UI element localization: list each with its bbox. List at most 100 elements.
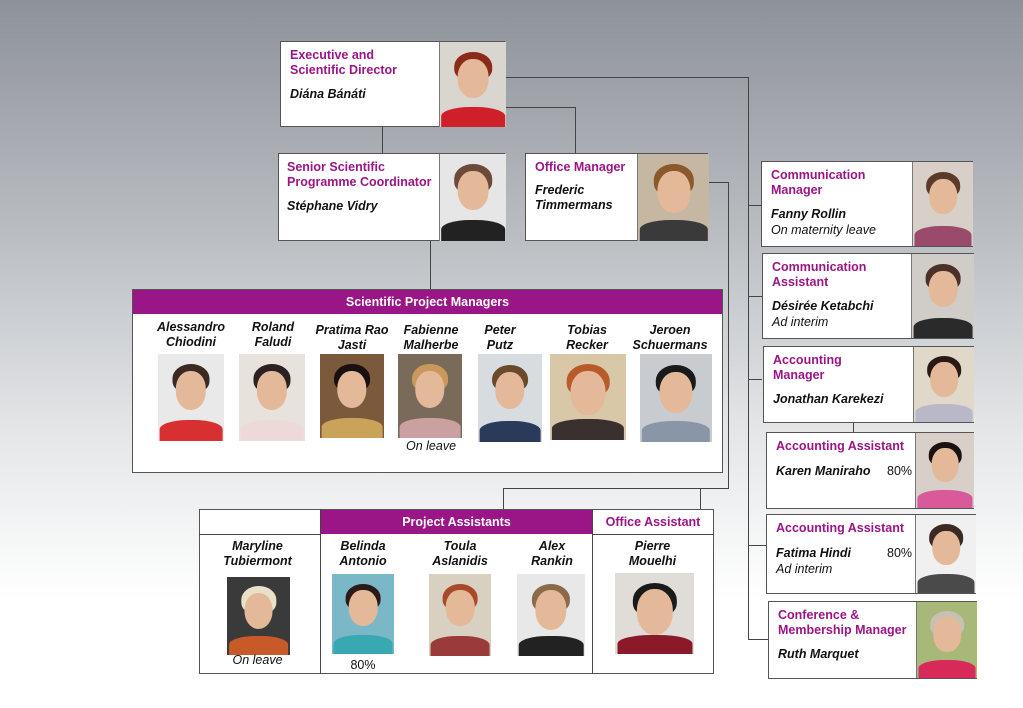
shoulders-shape <box>914 225 972 246</box>
portrait-photo <box>911 254 974 338</box>
person-name: Stéphane Vidry <box>287 199 378 213</box>
connector-line <box>503 107 576 108</box>
panel-header: Scientific Project Managers <box>133 290 722 314</box>
person-name: Ruth Marquet <box>778 647 859 661</box>
panel-divider <box>199 534 321 535</box>
shoulders-shape <box>240 420 304 441</box>
shoulders-shape <box>915 404 973 422</box>
panel-divider <box>592 509 593 674</box>
role-title: Senior Scientific Programme Coordinator <box>287 160 432 189</box>
shoulders-shape <box>228 636 289 655</box>
shoulders-shape <box>479 420 541 442</box>
connector-line <box>503 77 749 78</box>
shoulders-shape <box>616 634 693 654</box>
person-name: Alessandro Chiodini <box>156 320 226 349</box>
leave-note: On leave <box>232 653 283 667</box>
shoulders-shape <box>399 417 461 438</box>
face-shape <box>415 370 445 408</box>
person-name: Jonathan Karekezi <box>773 392 884 406</box>
portrait-photo <box>158 354 224 441</box>
portrait-photo <box>398 354 462 438</box>
leave-note: On leave <box>405 439 457 453</box>
portrait-photo <box>637 154 709 241</box>
shoulders-shape <box>333 634 393 654</box>
person-name: Karen Maniraho <box>776 464 871 478</box>
shoulders-shape <box>641 420 711 442</box>
face-shape <box>337 370 367 408</box>
person-name: Peter Putz <box>484 323 516 352</box>
connector-line <box>748 545 766 546</box>
person-name: Belinda Antonio <box>339 539 387 568</box>
portrait-photo <box>332 574 394 654</box>
panel-header: Project Assistants <box>321 510 592 534</box>
person-name: Alex Rankin <box>531 539 573 568</box>
role-title: Accounting Assistant <box>776 439 905 453</box>
person-name: Diána Bánáti <box>290 87 366 101</box>
connector-line <box>503 488 504 509</box>
person-name: Désirée Ketabchi <box>772 299 874 313</box>
portrait-photo <box>915 433 974 508</box>
coordinator-card: Senior Scientific Programme Coordinator … <box>278 153 506 241</box>
portrait-photo <box>429 574 491 656</box>
face-shape <box>928 270 958 307</box>
role-title: Executive and Scientific Director <box>290 48 397 77</box>
face-shape <box>348 590 378 626</box>
face-shape <box>495 371 525 409</box>
shoulders-shape <box>159 420 223 441</box>
person-name: Fatima Hindi <box>776 546 852 560</box>
percentage-note: 80% <box>350 658 376 672</box>
person-name: Jeroen Schuermans <box>632 323 708 352</box>
portrait-photo <box>916 602 977 678</box>
person-name: Fabienne Malherbe <box>403 323 459 352</box>
face-shape <box>535 590 567 630</box>
person-name: Frederic Timmermans <box>535 183 613 212</box>
shoulders-shape <box>430 636 490 656</box>
percentage-note: 80% <box>887 464 913 478</box>
connector-line <box>700 488 701 509</box>
portrait-photo <box>227 577 290 655</box>
connector-line <box>575 107 576 154</box>
shoulders-shape <box>321 417 383 438</box>
shoulders-shape <box>918 659 976 678</box>
face-shape <box>929 178 957 214</box>
portrait-photo <box>320 354 384 438</box>
portrait-photo <box>615 573 694 654</box>
shoulders-shape <box>917 574 975 593</box>
face-shape <box>931 448 959 482</box>
connector-line <box>748 639 768 640</box>
role-title: Accounting Manager <box>773 353 842 382</box>
connector-line <box>728 182 729 488</box>
connector-line <box>853 422 854 432</box>
shoulders-shape <box>913 317 973 338</box>
office-manager-card: Office Manager Frederic Timmermans <box>525 153 709 241</box>
face-shape <box>445 590 475 627</box>
portrait-photo <box>239 354 305 441</box>
face-shape <box>636 589 673 635</box>
person-name: Roland Faludi <box>251 320 295 349</box>
office-assistant-header: Office Assistant <box>605 515 701 529</box>
face-shape <box>256 371 288 410</box>
director-card: Executive and Scientific Director Diána … <box>280 41 506 127</box>
shoulders-shape <box>551 419 625 440</box>
connector-line <box>748 296 762 297</box>
face-shape <box>656 171 691 214</box>
panel-divider <box>320 509 321 674</box>
face-shape <box>175 371 207 410</box>
status-note: Ad interim <box>776 562 833 576</box>
face-shape <box>457 171 489 211</box>
connector-line <box>382 126 383 153</box>
role-title: Communication Manager <box>771 168 866 197</box>
face-shape <box>244 592 273 630</box>
portrait-photo <box>915 515 976 593</box>
connector-line <box>748 77 749 640</box>
face-shape <box>659 371 693 414</box>
connector-line <box>748 205 761 206</box>
connector-line <box>707 182 729 183</box>
shoulders-shape <box>518 636 584 656</box>
shoulders-shape <box>441 106 505 127</box>
